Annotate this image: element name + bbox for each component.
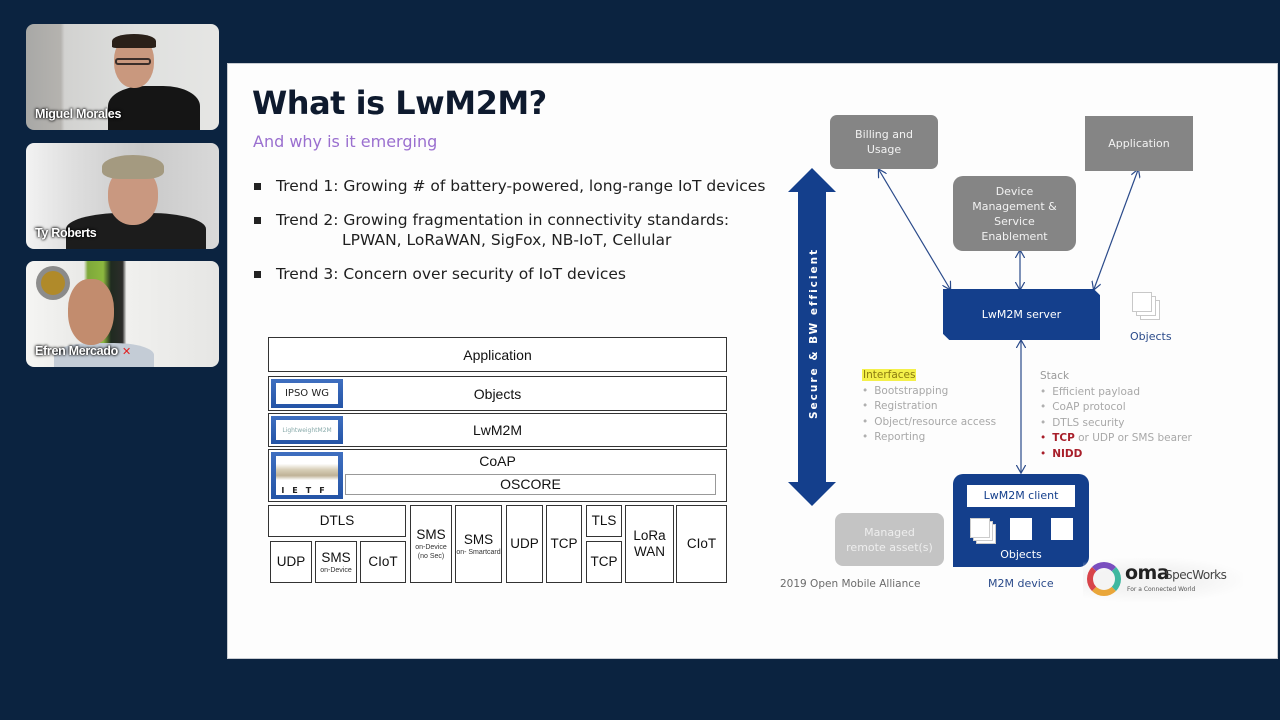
managed-asset-box: Managed remote asset(s): [835, 513, 944, 566]
trend-item: Trend 3: Concern over security of IoT de…: [254, 264, 765, 284]
stack-item: Efficient payload: [1040, 385, 1192, 401]
ietf-logo: IETF: [271, 452, 343, 499]
trend-item: Trend 1: Growing # of battery-powered, l…: [254, 176, 765, 196]
interface-item: Bootstrapping: [862, 384, 996, 400]
application-box: Application: [1085, 116, 1193, 171]
transport-tcp: TCP: [586, 541, 622, 583]
stack-item: TCP or UDP or SMS bearer: [1040, 431, 1192, 447]
lwm2m-client-label: LwM2M client: [967, 485, 1075, 507]
transport-lorawan: LoRa WAN: [625, 505, 674, 583]
layer-oscore: OSCORE: [345, 474, 716, 495]
trend-item: Trend 2: Growing fragmentation in connec…: [254, 210, 765, 250]
billing-usage-box: Billing and Usage: [830, 115, 938, 169]
transport-tcp: TCP: [546, 505, 582, 583]
interfaces-list: Interfaces Bootstrapping Registration Ob…: [862, 368, 996, 446]
interface-item: Object/resource access: [862, 415, 996, 431]
participant-tile[interactable]: Ty Roberts: [26, 143, 219, 249]
interface-item: Reporting: [862, 430, 996, 446]
lwm2m-server-box: LwM2M server: [943, 289, 1100, 340]
transport-udp: UDP: [506, 505, 543, 583]
participant-tile[interactable]: Miguel Morales: [26, 24, 219, 130]
lightweightm2m-logo: LightweightM2M: [271, 416, 343, 444]
oma-logo-icon: [1087, 562, 1121, 596]
objects-label: Objects: [1130, 330, 1172, 343]
secure-arrow-label: Secure & BW efficient: [808, 248, 820, 419]
objects-stack-icon: [1132, 292, 1164, 326]
client-objects-label: Objects: [1000, 548, 1042, 561]
device-management-box: Device Management & Service Enablement: [953, 176, 1076, 251]
presentation-slide: What is LwM2M? And why is it emerging Tr…: [227, 63, 1278, 659]
stack-item: CoAP protocol: [1040, 400, 1192, 416]
stack-heading: Stack: [1040, 370, 1070, 382]
layer-application: Application: [268, 337, 727, 372]
participant-name: Ty Roberts: [35, 226, 97, 240]
transport-dtls: DTLS: [268, 505, 406, 537]
object-icon: [1051, 518, 1073, 540]
lwm2m-client-device: LwM2M client Objects: [953, 474, 1089, 567]
participant-name: Efren Mercado: [35, 344, 118, 358]
object-icon: [970, 518, 996, 544]
stack-list: Stack Efficient payload CoAP protocol DT…: [1040, 369, 1192, 462]
copyright-text: 2019 Open Mobile Alliance: [780, 578, 921, 590]
transport-udp: UDP: [270, 541, 312, 583]
slide-subtitle: And why is it emerging: [253, 132, 438, 151]
m2m-device-label: M2M device: [988, 577, 1054, 590]
slide-title: What is LwM2M?: [252, 84, 547, 122]
layer-lwm2m: LightweightM2M LwM2M: [268, 413, 727, 447]
ipso-logo: IPSO WG: [271, 379, 343, 408]
oma-specworks-logo: oma SpecWorks For a Connected World: [1083, 558, 1243, 602]
secure-arrow-shape: [788, 168, 836, 506]
participant-name: Miguel Morales: [35, 107, 122, 121]
interface-item: Registration: [862, 399, 996, 415]
trend-continuation: LPWAN, LoRaWAN, SigFox, NB-IoT, Cellular: [342, 231, 672, 249]
muted-mic-icon: ✕: [122, 345, 132, 358]
transport-ciot: CIoT: [360, 541, 406, 583]
object-icon: [1010, 518, 1032, 540]
interfaces-heading: Interfaces: [862, 369, 917, 381]
stack-item: DTLS security: [1040, 416, 1192, 432]
application-connector: [1094, 170, 1138, 289]
layer-objects: IPSO WG Objects: [268, 376, 727, 411]
transport-ciot: CIoT: [676, 505, 727, 583]
layer-coap: IETF CoAP OSCORE: [268, 449, 727, 502]
stack-item: NIDD: [1040, 447, 1192, 463]
trend-list: Trend 1: Growing # of battery-powered, l…: [254, 176, 765, 298]
transport-tls: TLS: [586, 505, 622, 537]
participant-tile[interactable]: Efren Mercado ✕: [26, 261, 219, 367]
billing-connector: [879, 170, 950, 289]
